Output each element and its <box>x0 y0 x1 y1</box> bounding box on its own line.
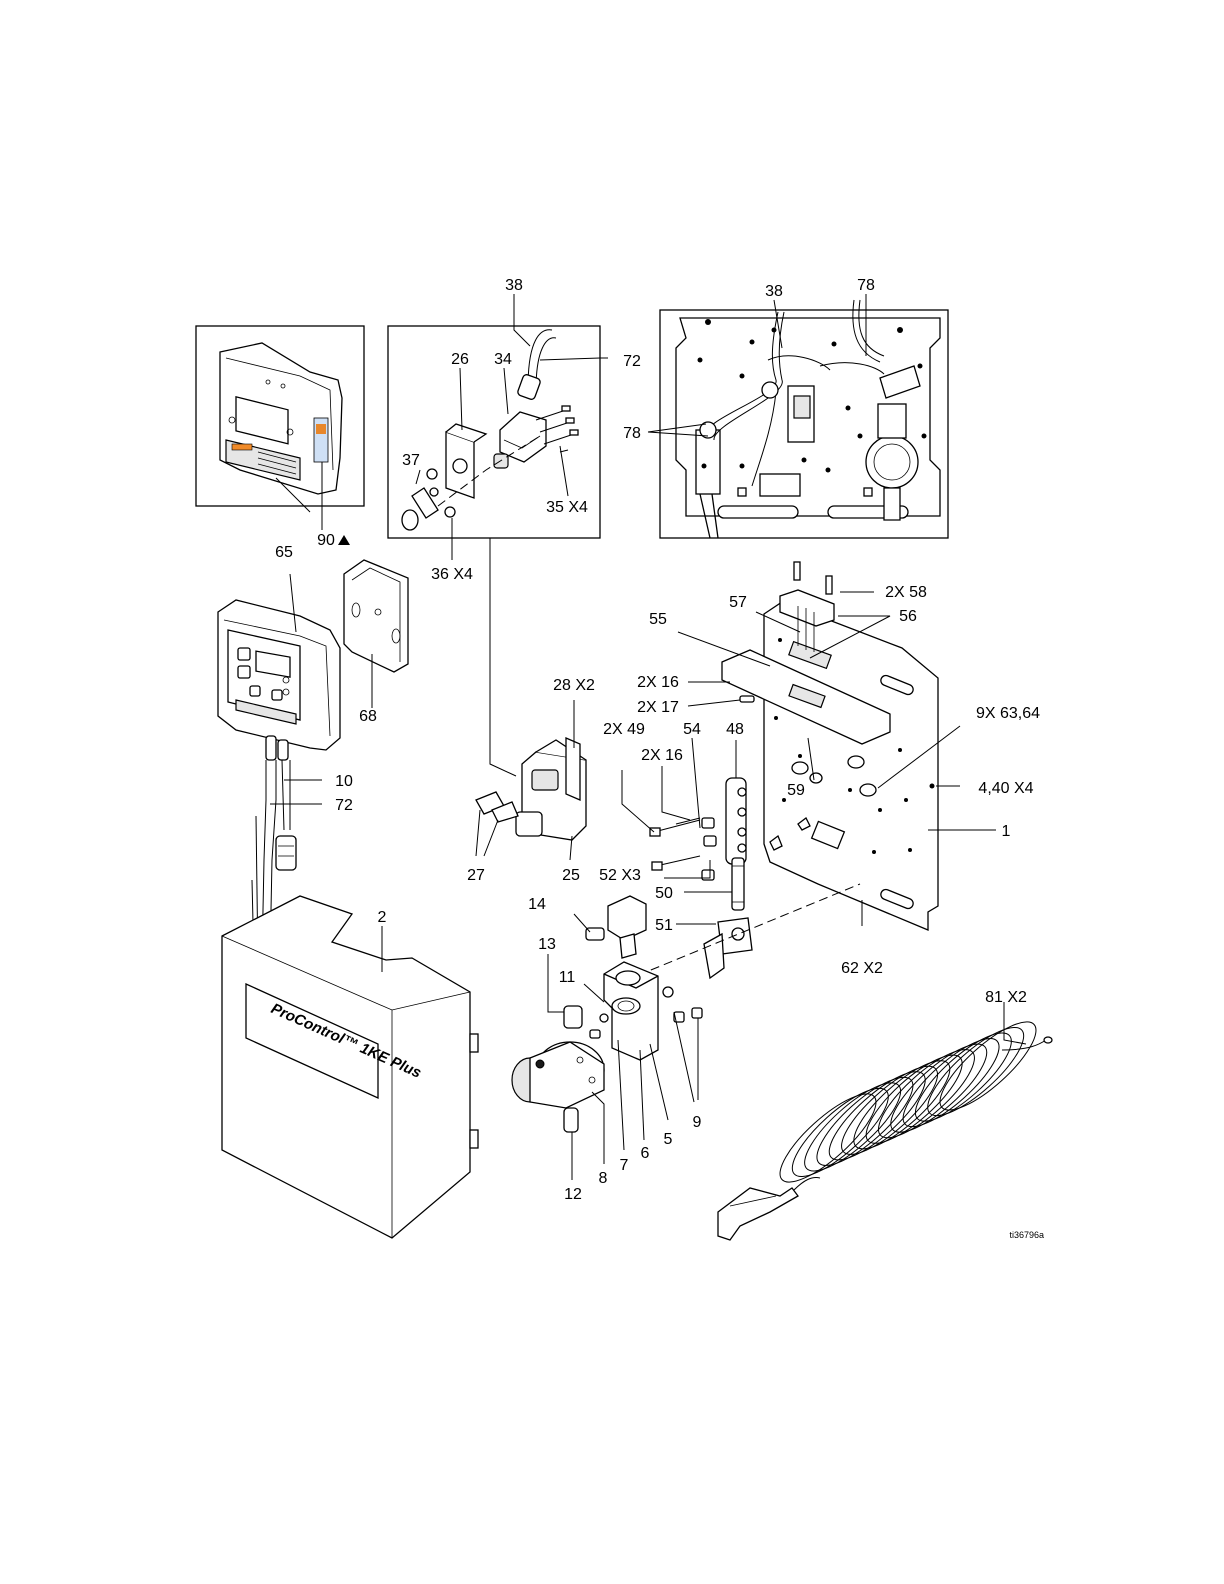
callout-58: 2X 58 <box>885 584 927 601</box>
callout-27: 27 <box>467 867 485 884</box>
callout-14: 14 <box>528 896 546 913</box>
callout-2: 2 <box>378 909 387 926</box>
controller-display <box>218 574 340 760</box>
callout-48: 48 <box>726 721 744 738</box>
callout-5: 5 <box>664 1131 673 1148</box>
warning-triangle-icon <box>338 535 350 545</box>
callout-90: 90 <box>317 532 335 549</box>
callout-59: 59 <box>787 782 805 799</box>
ground-wire-coil <box>769 1010 1048 1195</box>
callout-16a: 2X 16 <box>637 674 679 691</box>
callout-8: 8 <box>599 1170 608 1187</box>
figure-reference: ti36796a <box>1009 1230 1044 1240</box>
callout-51: 51 <box>655 917 673 934</box>
detail-panel-back-inset <box>648 294 948 538</box>
callout-37: 37 <box>402 452 420 469</box>
detail-label-inset <box>196 326 364 530</box>
callout-28: 28 X2 <box>553 677 595 694</box>
callout-38b: 38 <box>765 283 783 300</box>
callout-34: 34 <box>494 351 512 368</box>
enclosure-box: ProControl™ 1KE Plus <box>222 896 478 1238</box>
callout-55: 55 <box>649 611 667 628</box>
warning-label <box>232 444 252 450</box>
callout-50: 50 <box>655 885 673 902</box>
callout-25: 25 <box>562 867 580 884</box>
callout-26: 26 <box>451 351 469 368</box>
callout-11: 11 <box>559 969 576 986</box>
callout-35: 35 X4 <box>546 499 588 516</box>
callout-52: 52 X3 <box>599 867 641 884</box>
callout-36: 36 X4 <box>431 566 473 583</box>
ground-clamp <box>718 1002 1052 1240</box>
callout-16b: 2X 16 <box>641 747 683 764</box>
callout-57: 57 <box>729 594 747 611</box>
callout-78a: 78 <box>857 277 875 294</box>
callout-68: 68 <box>359 708 377 725</box>
callout-54: 54 <box>683 721 701 738</box>
callout-6: 6 <box>641 1145 650 1162</box>
callout-17: 2X 17 <box>637 699 679 716</box>
callout-7: 7 <box>620 1157 629 1174</box>
callout-81: 81 X2 <box>985 989 1027 1006</box>
callout-38a: 38 <box>505 277 523 294</box>
callout-63-64: 9X 63,64 <box>976 705 1040 722</box>
callout-13: 13 <box>538 936 556 953</box>
callout-4-40: 4,40 X4 <box>978 780 1033 797</box>
callout-10: 10 <box>335 773 353 790</box>
callout-65: 65 <box>275 544 293 561</box>
callout-56: 56 <box>899 608 917 625</box>
callout-1: 1 <box>1002 823 1011 840</box>
main-panel <box>678 562 996 930</box>
mounting-bracket <box>344 560 408 708</box>
callout-12: 12 <box>564 1186 582 1203</box>
callout-9: 9 <box>693 1114 702 1131</box>
callout-49: 2X 49 <box>603 721 645 738</box>
solenoid-valve <box>476 700 586 860</box>
callout-72a: 72 <box>623 353 641 370</box>
callout-72b: 72 <box>335 797 353 814</box>
callout-78b: 78 <box>623 425 641 442</box>
callout-62: 62 X2 <box>841 960 883 977</box>
